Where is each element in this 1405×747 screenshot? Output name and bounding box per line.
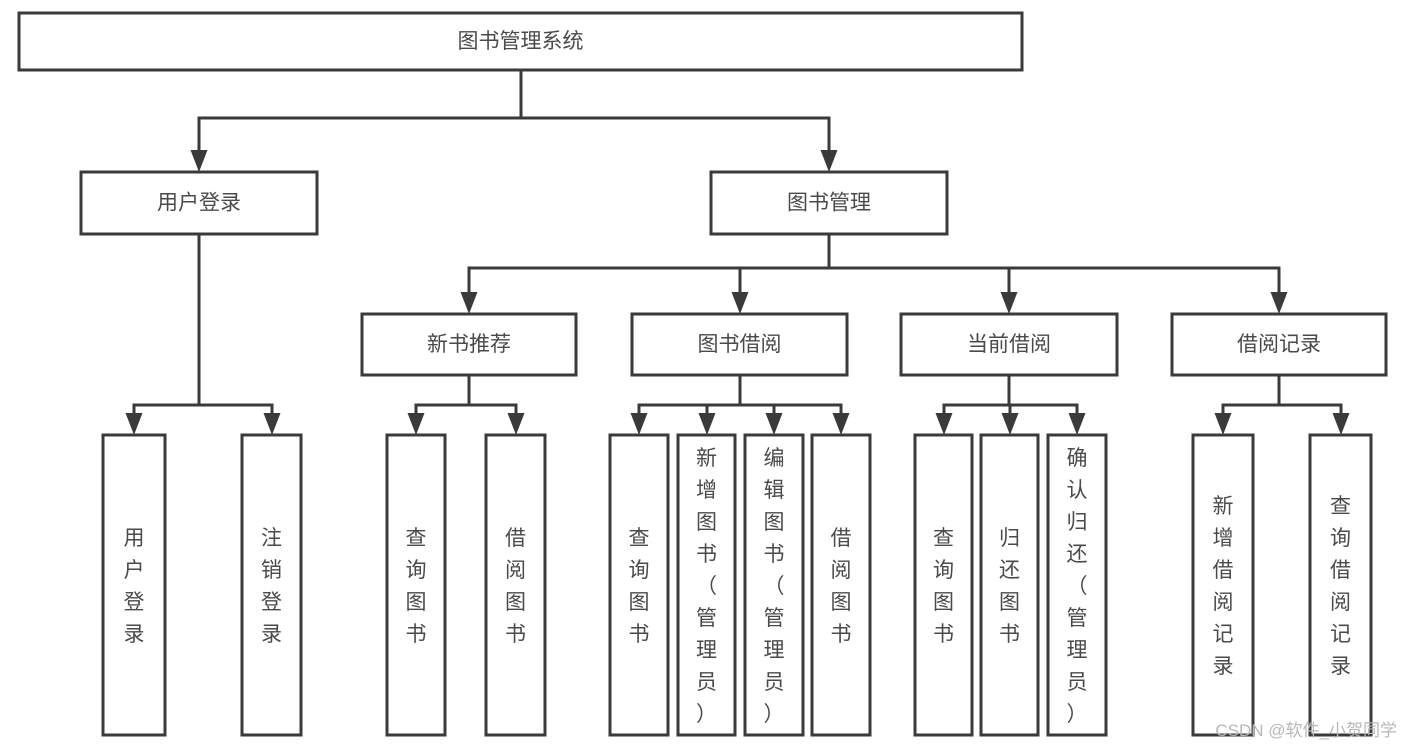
arrow-head-icon (765, 413, 783, 435)
node-box (630, 312, 849, 377)
arrow-head-icon (190, 150, 208, 172)
node-box (484, 433, 547, 737)
node-box (810, 433, 872, 737)
node-box (240, 433, 303, 737)
node-box (1170, 312, 1388, 377)
node-leaf_12[interactable]: 新增借阅记录 (1191, 433, 1255, 737)
arrow-head-icon (731, 292, 749, 314)
node-label: 新增借阅记录 (1213, 495, 1234, 678)
node-box (899, 312, 1119, 377)
node-leaf_13[interactable]: 查询借阅记录 (1308, 433, 1373, 737)
arrow-head-icon (1332, 413, 1350, 435)
node-label: 查询借阅记录 (1330, 495, 1351, 678)
arrow-head-icon (935, 413, 953, 435)
node-l2_2[interactable]: 图书管理 (709, 170, 949, 236)
node-leaf_2[interactable]: 注销登录 (240, 433, 303, 737)
node-leaf_6[interactable]: 新增图书（管理员） (676, 433, 737, 737)
node-leaf_11[interactable]: 确认归还（管理员） (1046, 433, 1108, 737)
node-box (676, 433, 737, 737)
node-box (743, 433, 805, 737)
node-leaf_4[interactable]: 借阅图书 (484, 433, 547, 737)
node-leaf_10[interactable]: 归还图书 (979, 433, 1040, 737)
node-label: 图书借阅 (698, 333, 782, 356)
node-label: 借阅图书 (505, 527, 526, 646)
node-l2_1[interactable]: 用户登录 (79, 170, 319, 236)
arrow-head-icon (832, 413, 850, 435)
node-box (913, 433, 974, 737)
node-box (385, 433, 447, 737)
arrow-head-icon (630, 413, 648, 435)
node-label: 新增图书（管理员） (696, 447, 717, 726)
node-box (709, 170, 949, 236)
node-label: 查询图书 (406, 527, 427, 646)
arrow-head-icon (263, 413, 281, 435)
node-leaf_1[interactable]: 用户登录 (101, 433, 167, 737)
node-label: 图书管理系统 (458, 30, 584, 53)
node-label: 注销登录 (261, 527, 282, 646)
node-leaf_8[interactable]: 借阅图书 (810, 433, 872, 737)
node-label: 借阅图书 (831, 527, 852, 646)
arrow-head-icon (407, 413, 425, 435)
node-label: 归还图书 (999, 527, 1020, 646)
arrow-head-icon (698, 413, 716, 435)
node-label: 图书管理 (787, 192, 871, 215)
node-box (608, 433, 670, 737)
node-label: 借阅记录 (1237, 333, 1321, 356)
arrow-head-icon (1214, 413, 1232, 435)
node-label: 编辑图书（管理员） (764, 447, 785, 726)
node-l3_1[interactable]: 新书推荐 (360, 312, 578, 377)
nodes-layer: 图书管理系统用户登录图书管理新书推荐图书借阅当前借阅借阅记录用户登录注销登录查询… (17, 11, 1388, 737)
node-label: 当前借阅 (967, 333, 1051, 356)
node-leaf_5[interactable]: 查询图书 (608, 433, 670, 737)
node-l3_4[interactable]: 借阅记录 (1170, 312, 1388, 377)
arrow-head-icon (125, 413, 143, 435)
node-box (1046, 433, 1108, 737)
arrow-head-icon (1270, 292, 1288, 314)
arrow-head-icon (460, 292, 478, 314)
arrow-head-icon (507, 413, 525, 435)
node-leaf_9[interactable]: 查询图书 (913, 433, 974, 737)
node-box (979, 433, 1040, 737)
node-label: 新书推荐 (427, 333, 511, 356)
node-label: 查询图书 (629, 527, 650, 646)
node-box (79, 170, 319, 236)
node-leaf_3[interactable]: 查询图书 (385, 433, 447, 737)
node-box (101, 433, 167, 737)
arrow-head-icon (1001, 413, 1019, 435)
node-box (17, 11, 1024, 72)
arrow-head-icon (1068, 413, 1086, 435)
node-leaf_7[interactable]: 编辑图书（管理员） (743, 433, 805, 737)
node-label: 确认归还（管理员） (1067, 447, 1088, 726)
node-l3_2[interactable]: 图书借阅 (630, 312, 849, 377)
node-label: 用户登录 (157, 192, 241, 215)
node-label: 查询图书 (933, 527, 954, 646)
node-root[interactable]: 图书管理系统 (17, 11, 1024, 72)
node-box (1308, 433, 1373, 737)
edges-layer (125, 68, 1350, 435)
node-box (1191, 433, 1255, 737)
node-l3_3[interactable]: 当前借阅 (899, 312, 1119, 377)
arrow-head-icon (1000, 292, 1018, 314)
arrow-head-icon (820, 150, 838, 172)
node-label: 用户登录 (124, 527, 145, 646)
node-box (360, 312, 578, 377)
